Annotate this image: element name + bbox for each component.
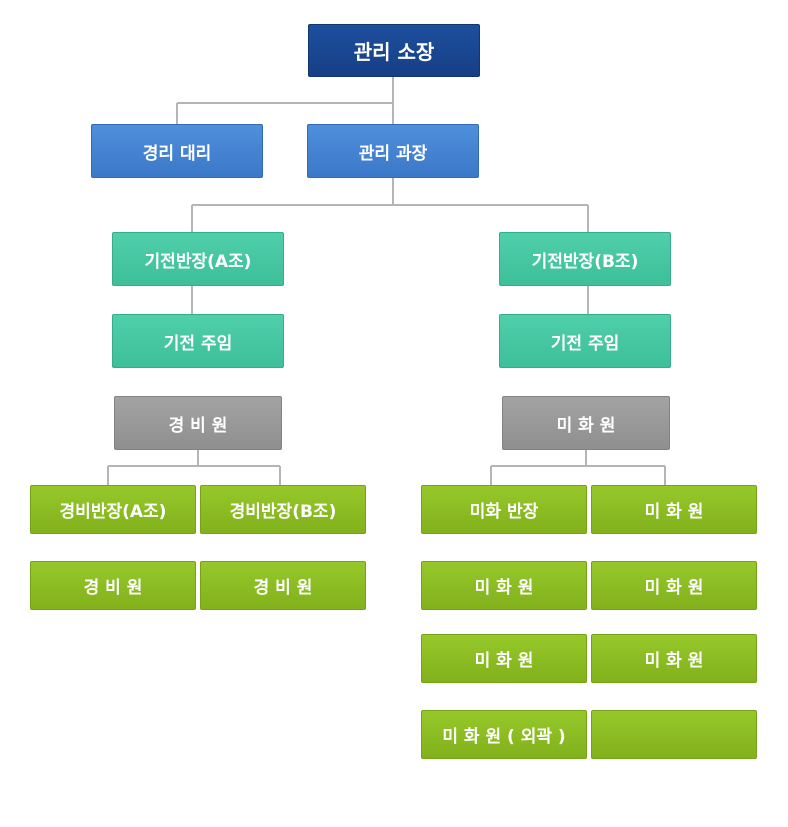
director-box: 관리 소장 [308,24,480,77]
cleaner-4-box: 미 화 원 [421,634,587,683]
line-cleaning-bus [490,450,666,485]
empty-slot-box [591,710,757,759]
guard-b-box: 경 비 원 [200,561,366,610]
line-guard-bus [107,450,281,485]
cleaner-5-box: 미 화 원 [591,634,757,683]
cleaning-chief-box: 미화 반장 [421,485,587,534]
guard-chief-b-box: 경비반장(B조) [200,485,366,534]
management-manager-box: 관리 과장 [307,124,479,178]
guard-a-box: 경 비 원 [30,561,196,610]
elec-lead-b-box: 기전 주임 [499,314,671,368]
cleaner-3-box: 미 화 원 [591,561,757,610]
guard-chief-a-box: 경비반장(A조) [30,485,196,534]
elec-lead-a-box: 기전 주임 [112,314,284,368]
line-director-accounting [176,102,393,124]
elec-chief-a-box: 기전반장(A조) [112,232,284,286]
guard-group-box: 경 비 원 [114,396,282,450]
accounting-assistant-box: 경리 대리 [91,124,263,178]
cleaning-group-box: 미 화 원 [502,396,670,450]
line-manager-bus [191,178,589,232]
cleaner-1-box: 미 화 원 [591,485,757,534]
elec-chief-b-box: 기전반장(B조) [499,232,671,286]
cleaner-outer-box: 미 화 원 ( 외곽 ) [421,710,587,759]
cleaner-2-box: 미 화 원 [421,561,587,610]
